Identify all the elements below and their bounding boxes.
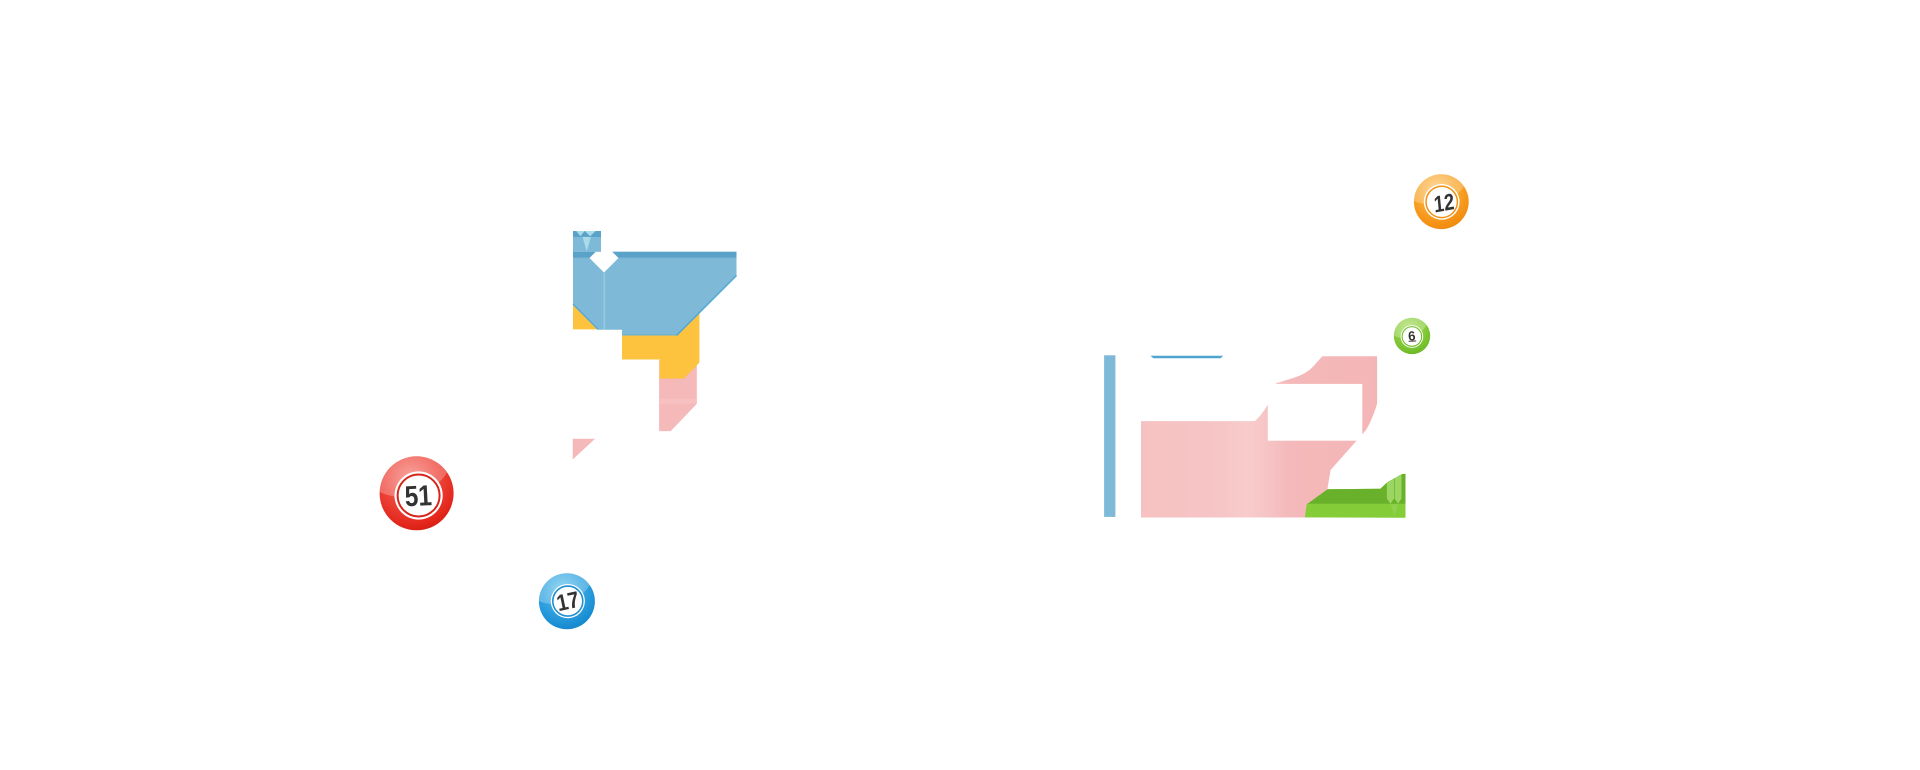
- svg-text:12: 12: [1433, 189, 1455, 218]
- svg-text:51: 51: [404, 479, 433, 513]
- svg-text:17: 17: [554, 586, 582, 617]
- svg-text:6: 6: [1408, 328, 1417, 344]
